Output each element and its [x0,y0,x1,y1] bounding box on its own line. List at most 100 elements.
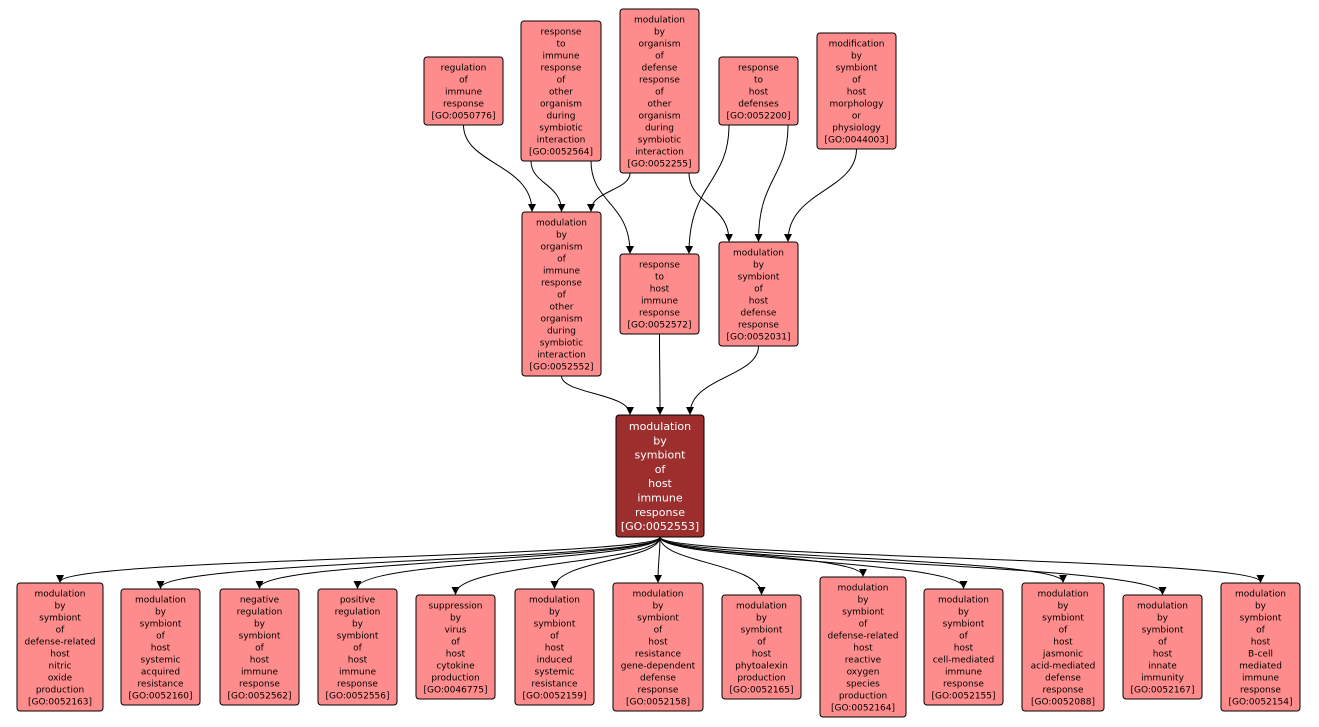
term-name-line: modulation [736,601,787,611]
term-node-go0052159[interactable]: modulationbysymbiontofhostinducedsystemi… [514,588,595,706]
term-id-label: [GO:0052165] [729,685,793,695]
term-node-go0052255[interactable]: modulationbyorganismofdefenseresponseofo… [619,8,700,174]
term-name-line: response [635,506,685,519]
term-name-line: response [239,679,280,689]
term-name-line: response [638,685,679,695]
term-name-line: organism [541,242,583,252]
term-name-line: symbiont [836,63,878,73]
term-name-line: of [754,284,764,294]
term-name-line: response [738,63,779,73]
term-box [1220,582,1301,712]
term-name-line: defense-related [25,637,96,647]
term-name-line: immune [641,296,678,306]
term-box [520,20,602,162]
term-name-line: resistance [635,649,682,659]
term-id-label: [GO:0052255] [627,159,691,169]
term-id-label: [GO:0044003] [824,135,888,145]
term-name-line: modulation [1038,589,1089,599]
term-node-go0052158[interactable]: modulationbysymbiontofhostresistancegene… [612,582,704,712]
term-name-line: immune [637,491,682,504]
term-node-go0052564[interactable]: responsetoimmuneresponseofotherorganismd… [520,20,602,162]
term-name-line: by [652,601,664,611]
term-id-label: [GO:0052552] [529,362,593,372]
term-name-line: symbiont [239,631,281,641]
edge-GO0052553-to-GO0052562 [255,536,661,589]
term-name-line: to [655,272,665,282]
term-name-line: morphology [830,99,885,109]
term-box [120,588,201,706]
term-node-go0052165[interactable]: modulationbysymbiontofhostphytoalexinpro… [721,594,802,700]
term-name-line: symbiont [943,619,985,629]
term-name-line: symbiont [842,607,884,617]
edge-GO0044003-to-GO0052031 [784,148,857,242]
term-name-line: of [1158,637,1168,647]
edge-GO0052564-to-GO0052572 [590,160,634,254]
term-name-line: host [1251,637,1271,647]
term-name-line: modulation [135,595,186,605]
term-name-line: modulation [35,589,86,599]
term-node-go0052562[interactable]: negativeregulationbysymbiontofhostimmune… [219,588,300,706]
term-name-line: symbiont [741,625,783,635]
edge-GO0052552-to-GO0052553 [561,375,634,415]
term-node-go0044003[interactable]: modificationbysymbiontofhostmorphologyor… [816,32,897,150]
term-name-line: B-cell [1248,649,1273,659]
term-node-go0052556[interactable]: positiveregulationbysymbiontofhostimmune… [317,588,398,706]
term-name-line: of [557,290,567,300]
term-node-go0052088[interactable]: modulationbysymbiontofhostjasmonicacid-m… [1021,582,1105,712]
term-node-go0052163[interactable]: modulationbysymbiontofdefense-relatedhos… [16,582,104,712]
term-box [317,588,398,706]
term-name-line: host [446,649,466,659]
term-box [619,8,700,174]
nodes-layer: regulationofimmuneresponse[GO:0050776]re… [16,8,1301,718]
term-box [1021,582,1105,712]
term-id-label: [GO:0052154] [1228,697,1292,707]
term-box [16,582,104,712]
term-node-go0052552[interactable]: modulationbyorganismofimmuneresponseofot… [521,211,602,377]
term-name-line: host [50,649,70,659]
term-id-label: [GO:0052564] [529,147,593,157]
term-name-line: symbiont [39,613,81,623]
term-name-line: host [1153,649,1173,659]
edge-GO0052553-to-GO0046775 [451,536,661,595]
term-id-label: [GO:0052164] [831,703,895,713]
term-node-go0052031[interactable]: modulationbysymbiontofhostdefenserespons… [718,241,799,347]
term-name-line: immune [445,87,482,97]
term-name-line: by [549,607,561,617]
term-name-line: by [254,619,266,629]
term-node-go0052160[interactable]: modulationbysymbiontofhostsystemicacquir… [120,588,201,706]
term-name-line: defense [642,63,678,73]
term-name-line: modification [829,39,885,49]
term-name-line: modulation [938,595,989,605]
term-id-label: [GO:0046775] [423,685,487,695]
term-name-line: resistance [531,679,578,689]
term-node-go0052553[interactable]: modulationbysymbiontofhostimmuneresponse… [615,414,705,538]
term-node-go0046775[interactable]: suppressionbyvirusofhostcytokineproducti… [415,594,496,700]
term-name-line: response [738,320,779,330]
term-name-line: symbiotic [540,338,584,348]
term-node-go0052167[interactable]: modulationbysymbiontofhostinnateimmunity… [1122,594,1203,700]
term-name-line: production [431,673,479,683]
term-name-line: response [541,278,582,288]
term-box [1122,594,1203,700]
term-name-line: host [250,655,270,665]
term-name-line: response [443,99,484,109]
edge-GO0052200-to-GO0052031 [754,124,789,242]
edge-GO0052572-to-GO0052553 [655,333,664,415]
edge-GO0052200-to-GO0052572 [685,124,730,254]
term-name-line: production [737,673,785,683]
term-name-line: response [1043,685,1084,695]
term-node-go0052164[interactable]: modulationbysymbiontofdefense-relatedhos… [819,576,907,718]
term-node-go0052154[interactable]: modulationbysymbiontofhostB-cellmediated… [1220,582,1301,712]
edge-GO0052553-to-GO0052088 [659,536,1067,583]
term-name-line: of [655,87,665,97]
edge-GO0052553-to-GO0052165 [659,536,766,595]
term-node-go0052155[interactable]: modulationbysymbiontofhostcell-mediatedi… [923,588,1004,706]
term-name-line: response [639,75,680,85]
term-name-line: interaction [635,147,684,157]
term-name-line: gene-dependent [621,661,696,671]
term-name-line: by [1157,613,1169,623]
